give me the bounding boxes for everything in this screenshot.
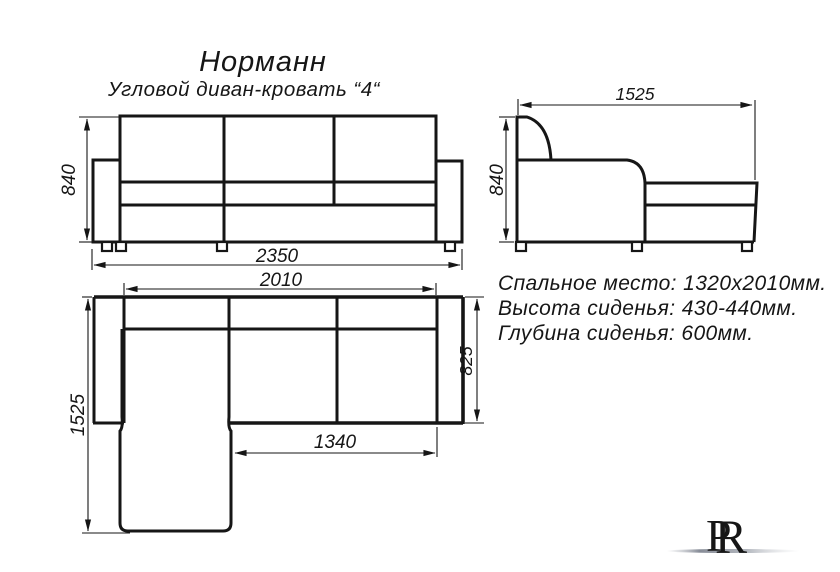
front-left-armrest [91,158,122,244]
top-seatfront-dim-label: 1340 [314,432,357,453]
side-width-dim-label: 1525 [616,84,655,104]
spec-seat-height: Высота сиденья: 430-440мм. [498,297,797,320]
side-backrest-outline [515,115,553,242]
side-foot-1 [514,240,528,253]
logo-letter-r: R [715,511,747,564]
side-foot-3 [740,240,754,253]
brand-logo: P R [666,510,800,564]
front-body-outline [118,114,438,244]
side-view: 1525 840 [487,84,759,253]
logo-swoosh [666,549,800,553]
top-chaise-outline [118,329,233,533]
side-height-dim-label: 840 [487,164,508,196]
side-armrest-outline [517,158,647,242]
front-height-dim-label: 840 [59,164,80,196]
spec-seat-depth: Глубина сиденья: 600мм. [498,322,753,345]
front-foot-2 [114,240,128,253]
top-depth-dim-label: 825 [456,346,476,375]
title-block: Норманн Угловой диван-кровать “4“ [107,46,381,101]
specs-block: Спальное место: 1320x2010мм. Высота сиде… [498,272,827,345]
top-length-dim-label: 1525 [68,393,89,436]
spec-sleeping-area: Спальное место: 1320x2010мм. [498,272,827,295]
front-foot-4 [443,240,457,253]
side-foot-2 [630,240,644,253]
top-width-dim-label: 2010 [259,270,303,291]
page-subtitle: Угловой диван-кровать “4“ [107,78,381,101]
front-foot-1 [100,240,114,253]
top-view: 2010 1525 825 1340 [68,270,484,534]
front-view: 840 2350 [59,114,464,270]
front-width-dim-label: 2350 [255,246,299,267]
page-title: Норманн [199,46,327,78]
front-right-armrest [434,159,464,244]
front-foot-3 [215,240,229,253]
logo-letter-p: P [706,510,732,561]
side-chaise-outline [645,181,759,243]
